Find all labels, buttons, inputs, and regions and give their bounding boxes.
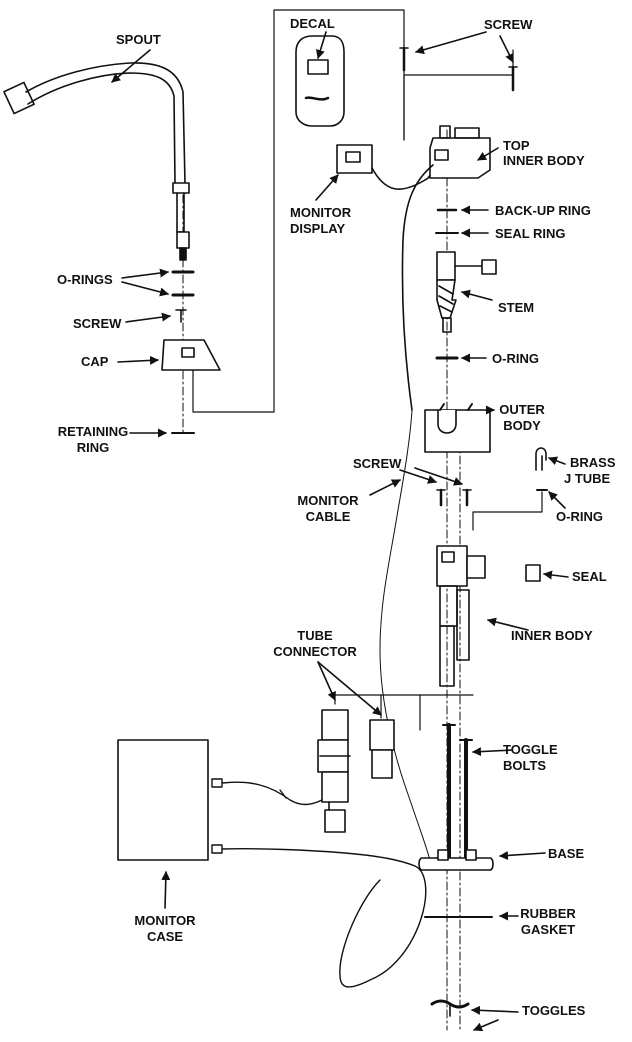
- screws-top: [399, 46, 518, 92]
- stem-part: [436, 251, 497, 333]
- center-lines: [182, 129, 461, 1031]
- label-o-ring-right: O-RING: [556, 509, 603, 524]
- label-decal: DECAL: [290, 16, 335, 31]
- label-brass-j-tube-2: J TUBE: [564, 471, 611, 486]
- label-top-inner-body-1: TOP: [503, 138, 530, 153]
- toggles-part: [430, 999, 470, 1017]
- reference-lines: [192, 9, 543, 731]
- outer-body-part: [424, 403, 491, 453]
- label-rubber-gasket-1: RUBBER: [520, 906, 576, 921]
- monitor-display-part: [336, 144, 434, 190]
- label-tube-connector-1: TUBE: [297, 628, 333, 643]
- label-toggle-bolts-1: TOGGLE: [503, 742, 558, 757]
- label-monitor-case-2: CASE: [146, 929, 184, 944]
- spout-part: [3, 62, 190, 261]
- label-cap: CAP: [81, 354, 109, 369]
- brass-j-tube-part: [535, 447, 548, 491]
- seal-part: [525, 564, 541, 582]
- label-outer-body-2: BODY: [503, 418, 541, 433]
- base-part: [418, 849, 494, 871]
- cap-part: [161, 339, 221, 434]
- label-monitor-cable-2: CABLE: [305, 509, 351, 524]
- label-inner-body: INNER BODY: [511, 628, 593, 643]
- label-retaining-ring-1: RETAINING: [57, 424, 129, 439]
- label-spout: SPOUT: [116, 32, 161, 47]
- monitor-case-part: [117, 739, 209, 861]
- label-o-ring-mid: O-RING: [492, 351, 539, 366]
- top-inner-body-part: [401, 125, 491, 411]
- monitor-case-cables: [211, 778, 427, 988]
- tube-connectors-part: [317, 709, 395, 833]
- label-stem: STEM: [498, 300, 535, 315]
- rings-upper: [435, 208, 459, 234]
- callout-arrows: [111, 31, 569, 1032]
- screws-mid: [436, 488, 472, 507]
- label-monitor-cable-1: MONITOR: [297, 493, 359, 508]
- label-seal-ring: SEAL RING: [495, 226, 566, 241]
- label-toggles: TOGGLES: [522, 1003, 586, 1018]
- decal-part: [295, 35, 345, 127]
- label-base: BASE: [548, 846, 585, 861]
- label-monitor-case-1: MONITOR: [134, 913, 196, 928]
- label-screw-mid: SCREW: [353, 456, 402, 471]
- label-retaining-ring-2: RING: [76, 440, 110, 455]
- label-screw-top: SCREW: [484, 17, 533, 32]
- label-outer-body-1: OUTER: [499, 402, 545, 417]
- inner-body-part: [436, 545, 486, 687]
- monitor-cable-wire: [379, 409, 433, 869]
- o-rings-left: [171, 270, 195, 323]
- label-rubber-gasket-2: GASKET: [520, 922, 576, 937]
- label-seal: SEAL: [572, 569, 607, 584]
- label-tube-connector-2: CONNECTOR: [273, 644, 357, 659]
- label-back-up-ring: BACK-UP RING: [495, 203, 591, 218]
- label-monitor-display-2: DISPLAY: [290, 221, 346, 236]
- label-monitor-display-1: MONITOR: [290, 205, 352, 220]
- label-toggle-bolts-2: BOLTS: [503, 758, 547, 773]
- toggle-bolts-part: [442, 723, 473, 860]
- label-brass-j-tube-1: BRASS: [570, 455, 616, 470]
- label-o-rings: O-RINGS: [57, 272, 113, 287]
- label-top-inner-body-2: INNER BODY: [503, 153, 585, 168]
- label-screw-left: SCREW: [73, 316, 122, 331]
